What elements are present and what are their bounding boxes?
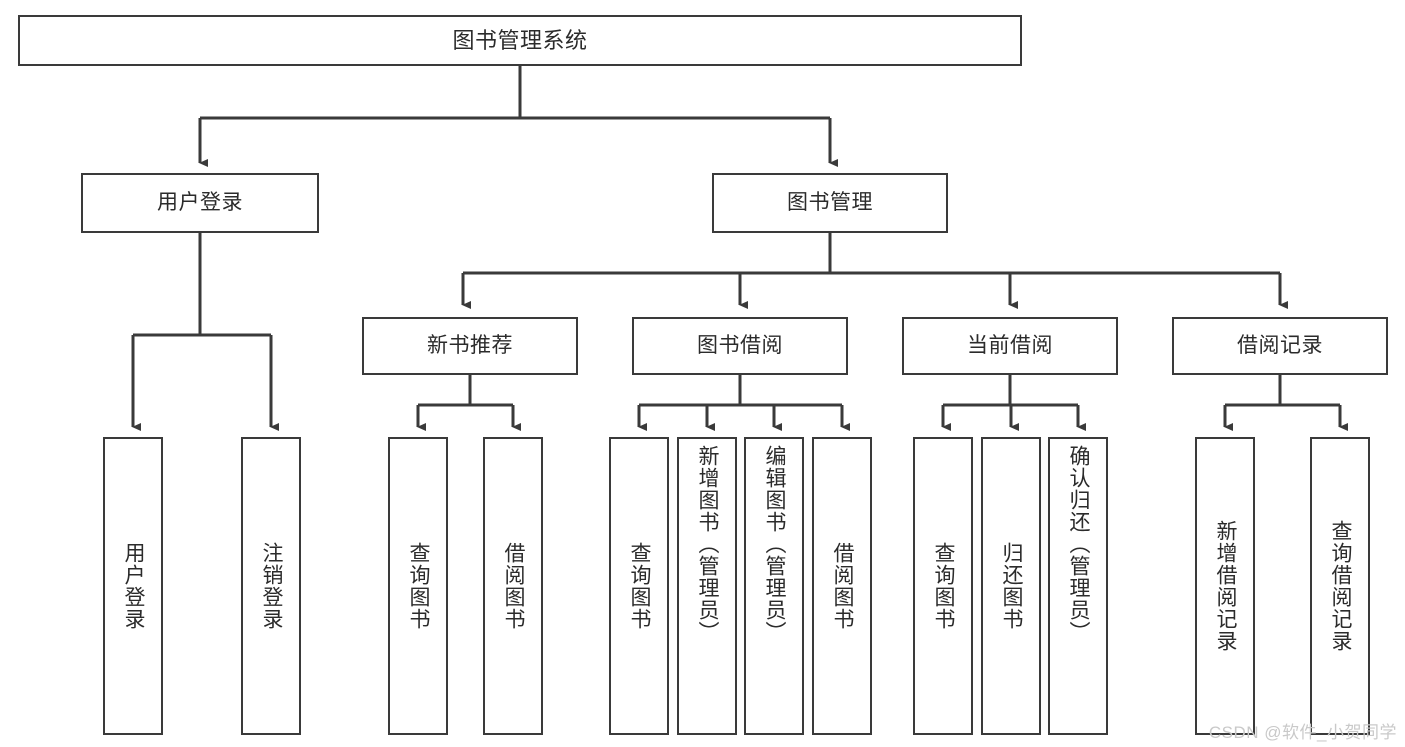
node-label: 用户登录 (122, 542, 146, 630)
leaf-current-confirm-return-admin[interactable]: 确认归还（管理员） (1048, 437, 1108, 735)
node-user-login[interactable]: 用户登录 (81, 173, 319, 233)
leaf-records-add-record[interactable]: 新增借阅记录 (1195, 437, 1255, 735)
node-label: 新增借阅记录 (1214, 520, 1238, 652)
watermark-text: CSDN @软件_小贺同学 (1208, 723, 1397, 742)
leaf-borrow-borrow-books[interactable]: 借阅图书 (812, 437, 872, 735)
leaf-records-query-record[interactable]: 查询借阅记录 (1310, 437, 1370, 735)
node-label: 新增图书（管理员） (696, 445, 720, 643)
node-borrow-records[interactable]: 借阅记录 (1172, 317, 1388, 375)
leaf-recommend-borrow-books[interactable]: 借阅图书 (483, 437, 543, 735)
node-label: 编辑图书（管理员） (763, 445, 787, 643)
node-label: 当前借阅 (967, 333, 1053, 357)
node-label: 借阅记录 (1237, 333, 1323, 357)
node-label: 查询借阅记录 (1329, 520, 1353, 652)
node-label: 查询图书 (407, 542, 431, 630)
node-label: 图书管理 (787, 190, 873, 214)
node-label: 确认归还（管理员） (1067, 445, 1091, 643)
node-book-borrow[interactable]: 图书借阅 (632, 317, 848, 375)
node-label: 借阅图书 (502, 542, 526, 630)
node-label: 查询图书 (628, 542, 652, 630)
node-label: 注销登录 (260, 542, 284, 630)
node-book-management[interactable]: 图书管理 (712, 173, 948, 233)
node-label: 图书借阅 (697, 333, 783, 357)
leaf-borrow-add-book-admin[interactable]: 新增图书（管理员） (677, 437, 737, 735)
node-label: 新书推荐 (427, 333, 513, 357)
node-label: 查询图书 (932, 542, 956, 630)
node-label: 用户登录 (157, 190, 243, 214)
leaf-borrow-query-books[interactable]: 查询图书 (609, 437, 669, 735)
node-current-borrow[interactable]: 当前借阅 (902, 317, 1118, 375)
node-label: 图书管理系统 (452, 27, 588, 53)
node-label: 借阅图书 (831, 542, 855, 630)
leaf-current-query-books[interactable]: 查询图书 (913, 437, 973, 735)
leaf-borrow-edit-book-admin[interactable]: 编辑图书（管理员） (744, 437, 804, 735)
node-book-management-system[interactable]: 图书管理系统 (18, 15, 1022, 66)
node-new-book-recommend[interactable]: 新书推荐 (362, 317, 578, 375)
leaf-current-return-books[interactable]: 归还图书 (981, 437, 1041, 735)
leaf-recommend-query-books[interactable]: 查询图书 (388, 437, 448, 735)
leaf-user-login-signout[interactable]: 注销登录 (241, 437, 301, 735)
leaf-user-login-signin[interactable]: 用户登录 (103, 437, 163, 735)
node-label: 归还图书 (1000, 542, 1024, 630)
